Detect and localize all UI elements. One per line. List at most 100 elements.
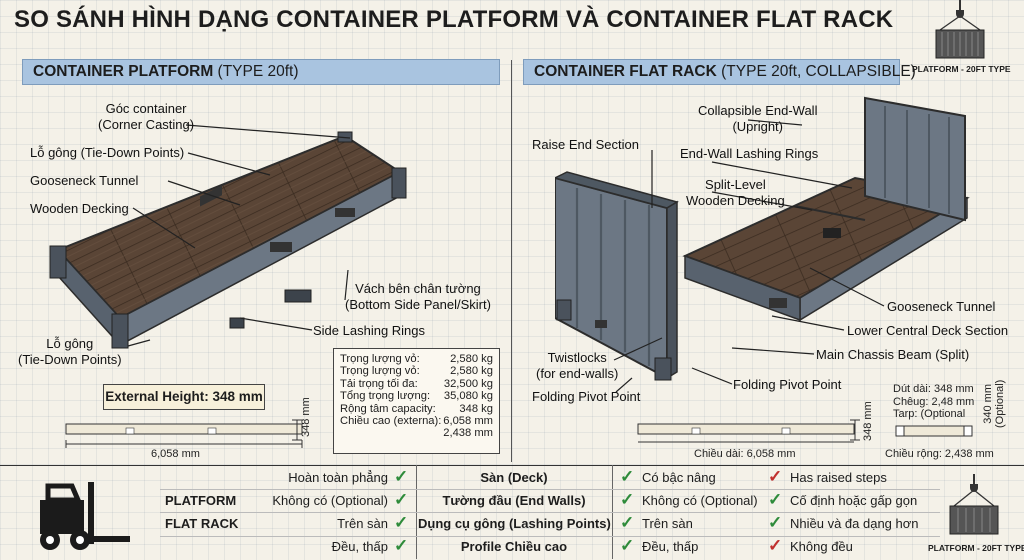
platform-container-illustration <box>49 131 407 349</box>
platform-dimension-drawing <box>65 423 303 448</box>
platform-label-tiedown-top: Lỗ gông (Tie-Down Points) <box>30 145 185 160</box>
flatrack-section-header: CONTAINER FLAT RACK (TYPE 20ft, COLLAPSI… <box>523 59 916 85</box>
badge-caption-bottom: PLATFORM - 20FT TYPE <box>928 543 1024 553</box>
spec-row: Rộng tâm capacity: 348 kg <box>340 403 493 415</box>
spec-key: Trọng lượng vỏ: <box>340 365 420 378</box>
feature-end-walls: Tường đầu (End Walls) <box>418 490 610 512</box>
flatrack-value: Không có (Optional) <box>642 493 758 508</box>
platform-heading-type: (TYPE 20ft) <box>213 63 299 80</box>
spec-value: 35,080 kg <box>443 390 493 403</box>
flatrack-value: Có bậc nâng <box>642 470 716 485</box>
platform-callout-lines <box>127 124 351 347</box>
platform-height-arrow <box>292 419 302 441</box>
platform-value: Không có (Optional) <box>272 493 388 508</box>
spec-value: 32,500 kg <box>443 377 493 390</box>
spec-row: Tải trọng tối đa: 32,500 kg <box>340 378 493 390</box>
flatrack-dim-height: 348 mm <box>862 401 874 441</box>
platform-value: Trên sàn <box>337 516 388 531</box>
check-icon: ✓ <box>394 467 409 486</box>
spec-key: Trọng lượng vỏ: <box>340 353 420 365</box>
feature-deck: Sàn (Deck) <box>418 467 610 489</box>
flatrack-label-twistlocks: Twistlocks (for end-walls) <box>536 350 619 381</box>
row-label-flatrack: FLAT RACK <box>165 516 239 531</box>
check-icon: ✓ <box>620 513 635 532</box>
flatrack-dim-length: Chiều dài: 6,058 mm <box>694 448 796 460</box>
platform-dim-height: 348 mm <box>300 397 312 437</box>
container-crane-icon <box>949 474 999 535</box>
check-icon: ✓ <box>394 536 409 555</box>
feature-lashing: Dụng cụ gông (Lashing Points) <box>418 513 611 535</box>
spec-row: Tổng trọng lượng: 35,080 kg <box>340 390 493 402</box>
section-divider <box>511 60 512 462</box>
cross-check-icon: ✓ <box>768 467 783 486</box>
check-icon: ✓ <box>768 513 783 532</box>
flatrack-label-split-deck: Split-Level Wooden Decking <box>686 177 785 208</box>
cross-check-icon: ✓ <box>768 536 783 555</box>
platform-value: Hoàn toàn phẳng <box>288 470 388 485</box>
feature-label: Dụng cụ gông (Lashing Points) <box>418 516 611 531</box>
spec-row: Chiều cao (externa):6,058 mm <box>340 415 493 427</box>
flatrack-compare: Cố định hoặc gấp gọn <box>790 493 918 508</box>
platform-label-side-rings: Side Lashing Rings <box>313 323 426 338</box>
feature-label: Tường đầu (End Walls) <box>442 493 586 508</box>
flatrack-callout-lines <box>613 119 885 393</box>
table-row-line <box>160 536 940 537</box>
flatrack-dim-width: Chiều rộng: 2,438 mm <box>885 448 994 460</box>
spec-row: Trọng lượng vỏ: 2,580 kg <box>340 353 493 365</box>
flatrack-width-drawing <box>895 425 973 437</box>
flatrack-label-collapsible: Collapsible End-Wall (Upright) <box>698 103 818 134</box>
comparison-table <box>0 465 1024 560</box>
feature-profile: Profile Chiều cao <box>418 536 610 558</box>
flatrack-compare: Nhiều và đa dạng hơn <box>790 516 919 531</box>
platform-label-corner: Góc container (Corner Casting) <box>98 101 195 132</box>
flatrack-label-raise-end: Raise End Section <box>532 137 639 152</box>
flatrack-label-chassis: Main Chassis Beam (Split) <box>816 347 970 362</box>
spec-row: 2,438 mm <box>340 427 493 439</box>
spec-value: 2,580 kg <box>450 365 493 378</box>
spec-value: 6,058 mm <box>443 415 493 428</box>
flatrack-compare: Has raised steps <box>790 470 887 485</box>
spec-key: Tổng trọng lượng: <box>340 390 431 403</box>
flatrack-heading-type: (TYPE 20ft, COLLAPSIBLE) <box>716 63 916 80</box>
flatrack-label-lower-deck: Lower Central Deck Section <box>847 323 1009 338</box>
spec-key: Rộng tâm capacity: <box>340 402 436 415</box>
check-icon: ✓ <box>768 490 783 509</box>
check-icon: ✓ <box>620 467 635 486</box>
flatrack-heading-bold: CONTAINER FLAT RACK <box>534 63 717 80</box>
forklift-icon <box>40 482 130 550</box>
feature-label: Sàn (Deck) <box>480 470 548 485</box>
flatrack-container-illustration <box>555 96 970 381</box>
spec-value: 348 kg <box>459 402 493 415</box>
check-icon: ✓ <box>394 490 409 509</box>
row-label-platform: PLATFORM <box>165 493 237 508</box>
spec-value: 2,580 kg <box>450 353 493 365</box>
flatrack-label-pivot-left: Folding Pivot Point <box>532 389 641 404</box>
check-icon: ✓ <box>394 513 409 532</box>
spec-key: Tải trọng tối đa: <box>340 377 418 390</box>
spec-value: 2,438 mm <box>443 427 493 440</box>
check-icon: ✓ <box>620 490 635 509</box>
flatrack-value: Đều, thấp <box>642 539 699 554</box>
flatrack-dim-vertical: 340 mm (Optional) <box>982 379 1006 428</box>
flatrack-dimension-drawing <box>637 423 855 443</box>
flatrack-height-arrow <box>850 419 860 441</box>
flatrack-label-end-rings: End-Wall Lashing Rings <box>680 146 819 161</box>
flatrack-label-pivot-right: Folding Pivot Point <box>733 377 842 392</box>
page-title: SO SÁNH HÌNH DẠNG CONTAINER PLATFORM VÀ … <box>14 6 894 33</box>
platform-heading-bold: CONTAINER PLATFORM <box>33 63 214 80</box>
external-height-box: External Height: 348 mm <box>103 384 265 410</box>
flatrack-label-gooseneck: Gooseneck Tunnel <box>887 299 996 314</box>
platform-section-header: CONTAINER PLATFORM (TYPE 20ft) <box>22 59 500 85</box>
flatrack-value: Trên sàn <box>642 516 693 531</box>
platform-value: Đều, thấp <box>331 539 388 554</box>
platform-label-tiedown-bottom: Lỗ gông (Tie-Down Points) <box>18 336 122 367</box>
table-row-line <box>160 489 940 490</box>
flatrack-dim-notes: Dút dài: 348 mm Chêug: 2,48 mm Tarp: (Op… <box>893 383 975 421</box>
platform-label-skirt: Vách bên chân tường (Bottom Side Panel/S… <box>345 281 491 312</box>
platform-spec-box: Trọng lượng vỏ: 2,580 kg Trọng lượng vỏ: 2… <box>333 348 500 454</box>
platform-label-gooseneck: Gooseneck Tunnel <box>30 173 139 188</box>
spec-row: Trọng lượng vỏ: 2,580 kg <box>340 365 493 377</box>
feature-label: Profile Chiều cao <box>460 539 568 554</box>
table-row-line <box>160 512 940 513</box>
check-icon: ✓ <box>620 536 635 555</box>
